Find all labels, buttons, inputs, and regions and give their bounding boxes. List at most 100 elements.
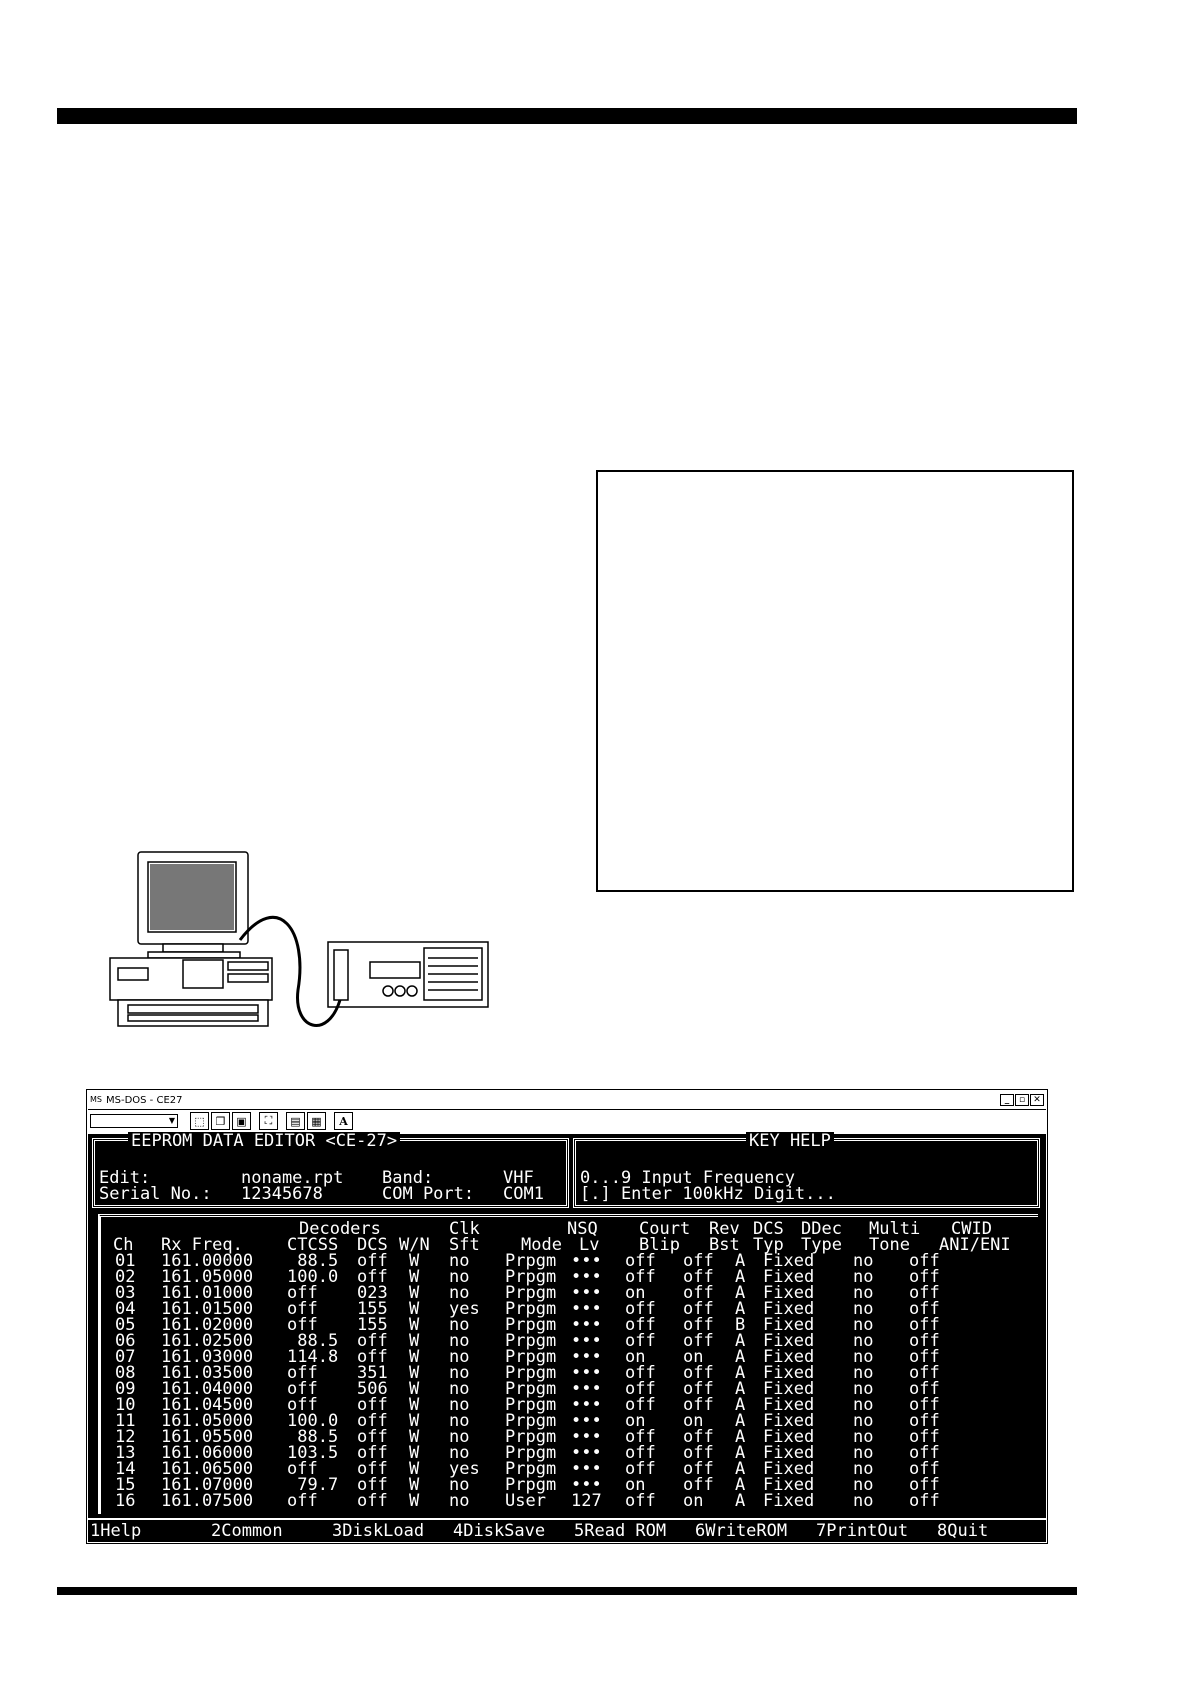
cell-sft[interactable]: yes <box>449 1459 480 1479</box>
cell-ani[interactable]: off <box>909 1459 940 1479</box>
cell-ani[interactable]: off <box>909 1315 940 1335</box>
cell-rx[interactable]: 161.07500 <box>161 1491 254 1511</box>
cell-tone[interactable]: no <box>853 1347 874 1367</box>
cell-bst[interactable]: on <box>683 1411 704 1431</box>
cell-tone[interactable]: no <box>853 1299 874 1319</box>
com-port-value[interactable]: COM1 <box>503 1184 544 1204</box>
cell-typ[interactable]: B <box>735 1315 746 1335</box>
cell-lv[interactable]: ••• <box>571 1395 602 1415</box>
cell-ani[interactable]: off <box>909 1347 940 1367</box>
cell-ctcss[interactable]: off <box>287 1491 318 1511</box>
cell-type[interactable]: Fixed <box>763 1283 815 1303</box>
cell-bst[interactable]: off <box>683 1251 714 1271</box>
cell-ani[interactable]: off <box>909 1491 940 1511</box>
cell-ani[interactable]: off <box>909 1283 940 1303</box>
cell-ch[interactable]: 06 <box>115 1331 136 1351</box>
cell-mode[interactable]: Prpgm <box>505 1475 557 1495</box>
cell-sft[interactable]: no <box>449 1315 470 1335</box>
cell-ctcss[interactable]: 88.5 <box>287 1427 339 1447</box>
cell-dcs[interactable]: off <box>357 1331 388 1351</box>
cell-rx[interactable]: 161.07000 <box>161 1475 254 1495</box>
cell-typ[interactable]: A <box>735 1411 746 1431</box>
function-key-5[interactable]: 5Read ROM <box>574 1521 667 1541</box>
cell-rx[interactable]: 161.05000 <box>161 1267 254 1287</box>
cell-type[interactable]: Fixed <box>763 1491 815 1511</box>
band-value[interactable]: VHF <box>503 1168 534 1188</box>
cell-lv[interactable]: ••• <box>571 1251 602 1271</box>
cell-type[interactable]: Fixed <box>763 1379 815 1399</box>
font-button[interactable]: A <box>334 1112 353 1130</box>
cell-rx[interactable]: 161.01500 <box>161 1299 254 1319</box>
cell-rx[interactable]: 161.02000 <box>161 1315 254 1335</box>
cell-ch[interactable]: 14 <box>115 1459 136 1479</box>
cell-blip[interactable]: off <box>625 1331 656 1351</box>
cell-blip[interactable]: on <box>625 1475 646 1495</box>
cell-lv[interactable]: ••• <box>571 1315 602 1335</box>
cell-mode[interactable]: Prpgm <box>505 1363 557 1383</box>
cell-type[interactable]: Fixed <box>763 1459 815 1479</box>
cell-typ[interactable]: A <box>735 1395 746 1415</box>
cell-ctcss[interactable]: 79.7 <box>287 1475 339 1495</box>
cell-type[interactable]: Fixed <box>763 1331 815 1351</box>
cell-bst[interactable]: off <box>683 1363 714 1383</box>
cell-bst[interactable]: off <box>683 1299 714 1319</box>
cell-lv[interactable]: ••• <box>571 1283 602 1303</box>
cell-mode[interactable]: Prpgm <box>505 1443 557 1463</box>
cell-blip[interactable]: on <box>625 1347 646 1367</box>
cell-tone[interactable]: no <box>853 1363 874 1383</box>
cell-tone[interactable]: no <box>853 1395 874 1415</box>
cell-wn[interactable]: W <box>409 1283 420 1303</box>
cell-lv[interactable]: 127 <box>571 1491 602 1511</box>
cell-bst[interactable]: on <box>683 1347 704 1367</box>
cell-tone[interactable]: no <box>853 1443 874 1463</box>
cell-bst[interactable]: off <box>683 1443 714 1463</box>
cell-sft[interactable]: no <box>449 1491 470 1511</box>
cell-wn[interactable]: W <box>409 1443 420 1463</box>
cell-ani[interactable]: off <box>909 1363 940 1383</box>
cell-ch[interactable]: 05 <box>115 1315 136 1335</box>
cell-ctcss[interactable]: 100.0 <box>287 1411 339 1431</box>
cell-ani[interactable]: off <box>909 1411 940 1431</box>
cell-tone[interactable]: no <box>853 1379 874 1399</box>
cell-lv[interactable]: ••• <box>571 1379 602 1399</box>
cell-tone[interactable]: no <box>853 1267 874 1287</box>
cell-wn[interactable]: W <box>409 1427 420 1447</box>
cell-sft[interactable]: no <box>449 1411 470 1431</box>
cell-ani[interactable]: off <box>909 1475 940 1495</box>
copy-button[interactable]: ❐ <box>211 1112 230 1130</box>
cell-ch[interactable]: 16 <box>115 1491 136 1511</box>
cell-wn[interactable]: W <box>409 1315 420 1335</box>
cell-ch[interactable]: 15 <box>115 1475 136 1495</box>
cell-type[interactable]: Fixed <box>763 1363 815 1383</box>
cell-ch[interactable]: 03 <box>115 1283 136 1303</box>
cell-ch[interactable]: 11 <box>115 1411 136 1431</box>
cell-type[interactable]: Fixed <box>763 1267 815 1287</box>
cell-typ[interactable]: A <box>735 1363 746 1383</box>
cell-type[interactable]: Fixed <box>763 1251 815 1271</box>
cell-blip[interactable]: off <box>625 1395 656 1415</box>
cell-dcs[interactable]: 351 <box>357 1363 388 1383</box>
cell-lv[interactable]: ••• <box>571 1475 602 1495</box>
cell-lv[interactable]: ••• <box>571 1299 602 1319</box>
function-key-3[interactable]: 3DiskLoad <box>332 1521 425 1541</box>
cell-type[interactable]: Fixed <box>763 1411 815 1431</box>
cell-dcs[interactable]: off <box>357 1427 388 1447</box>
cell-rx[interactable]: 161.00000 <box>161 1251 254 1271</box>
cell-lv[interactable]: ••• <box>571 1267 602 1287</box>
cell-mode[interactable]: Prpgm <box>505 1331 557 1351</box>
cell-dcs[interactable]: off <box>357 1395 388 1415</box>
cell-ani[interactable]: off <box>909 1379 940 1399</box>
cell-ani[interactable]: off <box>909 1443 940 1463</box>
cell-sft[interactable]: no <box>449 1363 470 1383</box>
cell-type[interactable]: Fixed <box>763 1475 815 1495</box>
cell-mode[interactable]: Prpgm <box>505 1411 557 1431</box>
cell-dcs[interactable]: 155 <box>357 1299 388 1319</box>
cell-typ[interactable]: A <box>735 1267 746 1287</box>
cell-bst[interactable]: on <box>683 1491 704 1511</box>
